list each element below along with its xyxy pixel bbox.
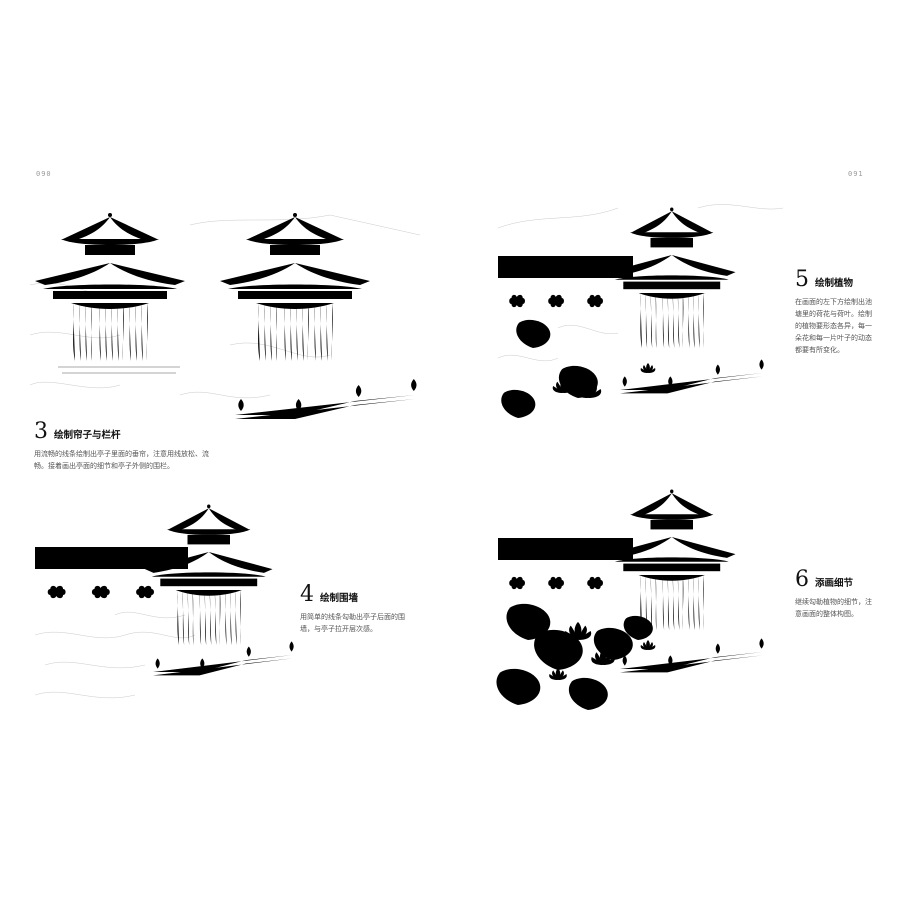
step3-illustration: [29, 203, 421, 467]
step6-number: 6: [795, 567, 809, 592]
step5-block: 5 绘制植物 在画面的左下方绘制出池 塘里的荷花与荷叶。绘制 的植物要形态各异，…: [795, 267, 890, 356]
step6-title: 添画细节: [815, 578, 854, 589]
step4-number: 4: [300, 582, 314, 607]
step6-illustration: [496, 480, 765, 734]
step6-description: 继续勾勒植物的细节，注 意画面的整体构图。: [795, 598, 872, 618]
step5-description: 在画面的左下方绘制出池 塘里的荷花与荷叶。绘制 的植物要形态各异，每一 朵花和每…: [795, 298, 872, 354]
step4-title: 绘制围墙: [320, 593, 359, 604]
step5-title: 绘制植物: [815, 278, 854, 289]
step3-number: 3: [34, 419, 48, 444]
step4-illustration: [34, 495, 295, 717]
step5-illustration: [497, 198, 784, 439]
step6-block: 6 添画细节 继续勾勒植物的细节，注 意画面的整体构图。: [795, 567, 890, 620]
left-page-number: 090: [36, 170, 52, 178]
step5-number: 5: [795, 267, 809, 292]
step3-block: 3 绘制帘子与栏杆 用流畅的线条绘制出亭子里面的垂帘，注意用线放松、流 畅。接着…: [34, 419, 424, 472]
step3-description: 用流畅的线条绘制出亭子里面的垂帘，注意用线放松、流 畅。接着画出亭面的细节和亭子…: [34, 450, 209, 470]
step4-block: 4 绘制围墙 用简单的线条勾勒出亭子后面的围 墙，与亭子拉开层次感。: [300, 582, 450, 635]
right-page-number: 091: [848, 170, 864, 178]
step3-title: 绘制帘子与栏杆: [54, 430, 121, 441]
step4-description: 用简单的线条勾勒出亭子后面的围 墙，与亭子拉开层次感。: [300, 613, 405, 633]
